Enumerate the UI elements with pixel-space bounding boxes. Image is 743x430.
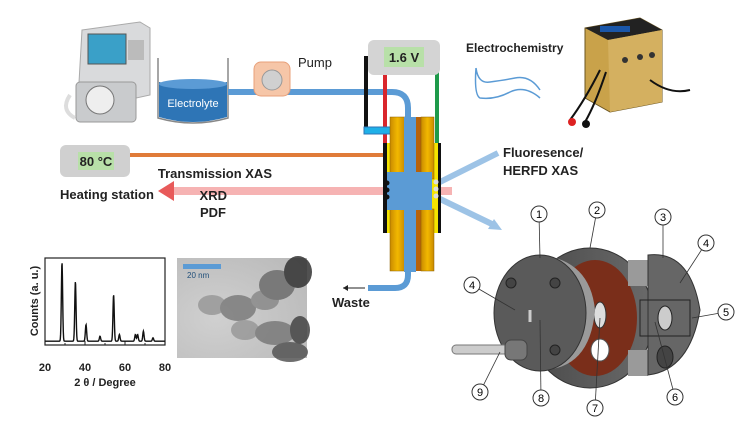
heating-station: 80 °C Heating station <box>60 145 154 202</box>
callout-number: 1 <box>536 209 542 221</box>
fluorescence-label: HERFD XAS <box>503 163 578 178</box>
voltage-value: 1.6 V <box>389 50 420 65</box>
pump-label: Pump <box>298 55 332 70</box>
callout-circle <box>588 201 606 219</box>
x-tick-label: 20 <box>39 362 51 374</box>
x-tick-label: 60 <box>119 362 131 374</box>
callout-circle <box>586 399 604 417</box>
xrd-series-line <box>45 263 165 342</box>
callout-leader <box>594 317 601 409</box>
electrolyte-beaker: Electrolyte <box>157 58 229 124</box>
temperature-display: 80 °C <box>80 154 113 169</box>
callout-circle <box>471 383 489 401</box>
xrd-chart: 20 40 60 80 2 θ / Degree Counts (a. u.) <box>29 257 171 389</box>
cv-curve-icon <box>474 67 541 100</box>
callout-number: 4 <box>469 280 475 292</box>
fluorescence-beam <box>436 195 498 229</box>
x-tick-label: 40 <box>79 362 91 374</box>
plot-frame <box>44 257 166 346</box>
pump-screen <box>87 33 127 65</box>
technique-label: XRD <box>200 188 227 203</box>
heating-station-label: Heating station <box>60 187 154 202</box>
fluorescence-label: Fluoresence/ <box>503 145 584 160</box>
callout-number: 3 <box>660 212 666 224</box>
callout-circle <box>654 208 672 226</box>
technique-label: PDF <box>200 205 226 220</box>
callout-circle <box>666 388 684 406</box>
pump-head-icon <box>85 85 115 115</box>
callout-circle <box>697 234 715 252</box>
peristaltic-pump-device <box>64 21 151 123</box>
x-axis-label: 2 θ / Degree <box>74 377 136 389</box>
callout-number: 7 <box>592 403 598 415</box>
electrochemistry-label: Electrochemistry <box>466 41 564 55</box>
scale-bar <box>183 264 221 269</box>
callout-circle <box>717 303 735 321</box>
callout-number: 6 <box>672 392 678 404</box>
tem-image: 20 nm <box>177 256 312 362</box>
potentiostat-device <box>568 17 691 128</box>
callout-number: 4 <box>703 238 709 250</box>
callout-number: 8 <box>538 393 544 405</box>
fluorescence-beam <box>436 150 500 186</box>
waste-label: Waste <box>332 295 370 310</box>
callout-circle <box>530 205 548 223</box>
callout-leader <box>539 319 542 399</box>
exploded-cell-view <box>451 247 701 389</box>
in-situ-cell <box>383 116 441 272</box>
technique-label: Transmission XAS <box>158 166 272 181</box>
callout-leader <box>654 321 676 398</box>
wire-black <box>364 56 368 131</box>
x-tick-label: 80 <box>159 362 171 374</box>
callout-circle <box>463 276 481 294</box>
potentiostat-display: 1.6 V <box>368 40 440 75</box>
scale-bar-label: 20 nm <box>187 271 210 280</box>
callout-number: 9 <box>477 387 483 399</box>
part-9-rod <box>451 344 511 355</box>
callout-circle <box>532 389 550 407</box>
callout-number: 2 <box>594 205 600 217</box>
pump: Pump <box>253 55 332 97</box>
callout-number: 5 <box>723 307 729 319</box>
electrolyte-label: Electrolyte <box>167 98 218 110</box>
transmission-beam <box>158 181 452 201</box>
y-axis-label: Counts (a. u.) <box>29 266 41 337</box>
